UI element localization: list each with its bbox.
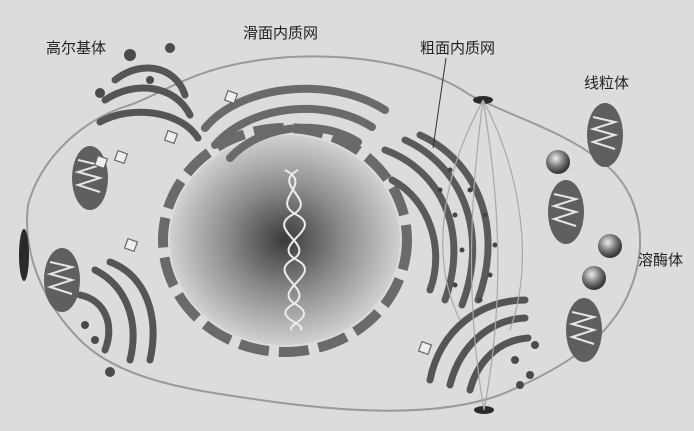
- mitochondrion-left-top: [72, 146, 108, 210]
- small-vesicles: [93, 89, 433, 356]
- dna-helix: [283, 169, 306, 331]
- cell-membrane: [26, 55, 641, 412]
- mitochondrion-left-bottom: [44, 248, 80, 312]
- golgi-vesicles-right: [511, 341, 539, 389]
- lysosomes: [546, 150, 622, 290]
- golgi-apparatus-left: [76, 258, 157, 364]
- mitochondrion-right-3: [566, 298, 602, 362]
- mitochondrion-right-2: [548, 180, 584, 244]
- cell-junction-left: [19, 229, 29, 281]
- mitochondria-label: 线粒体: [584, 74, 630, 92]
- smooth-er-label: 滑面内质网: [243, 24, 319, 42]
- rough-er-pointer: [432, 57, 447, 149]
- cytoskeleton: [442, 99, 523, 411]
- rough-er: [381, 131, 492, 309]
- smooth-er: [201, 84, 389, 162]
- golgi-vesicles-top: [95, 43, 175, 98]
- nucleus: [170, 135, 400, 345]
- golgi-apparatus-top: [96, 64, 202, 142]
- nuclear-envelope: [158, 123, 412, 357]
- mitochondrion-right-1: [587, 103, 623, 167]
- golgi-apparatus-right: [426, 296, 532, 394]
- golgi-label: 高尔基体: [46, 39, 107, 57]
- ribosomes: [437, 167, 498, 303]
- lysosome-label: 溶酶体: [638, 251, 684, 269]
- rough-er-label: 粗面内质网: [420, 39, 496, 57]
